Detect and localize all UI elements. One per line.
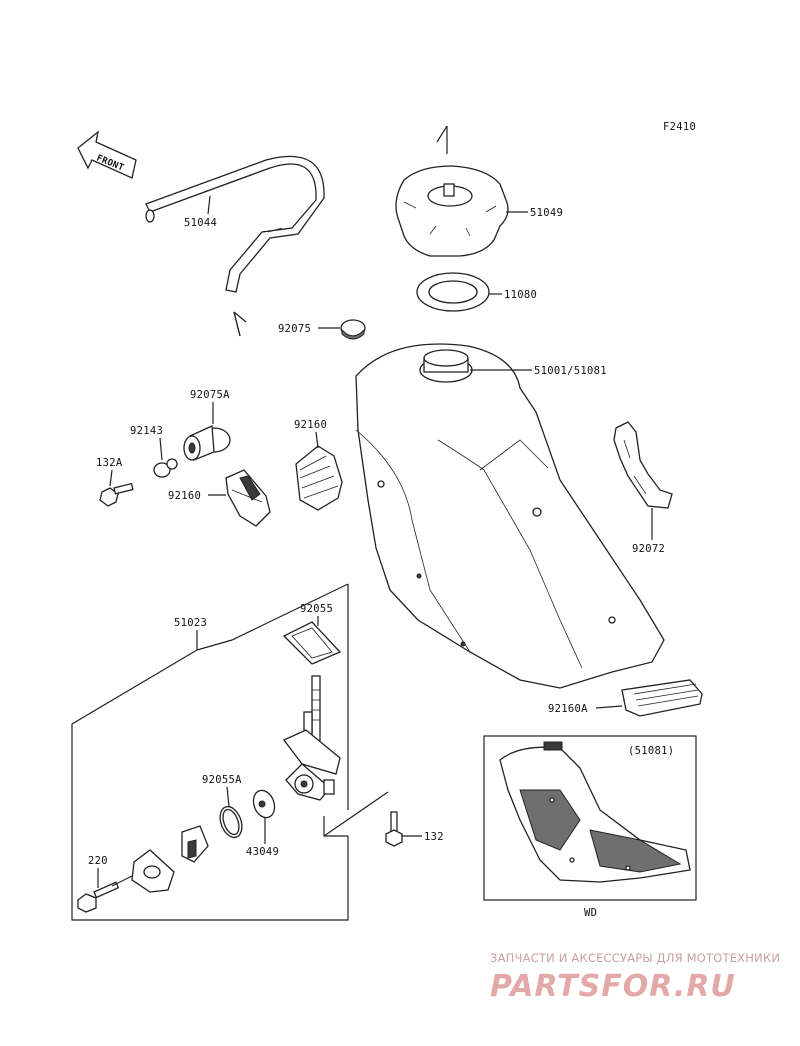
fuel-cap [395,165,509,257]
inset-caption: WD [584,907,597,919]
o-ring [219,805,243,839]
label-132a: 132A [96,457,123,469]
label-92075a: 92075A [190,389,230,401]
front-arrow-icon: FRONT [77,130,137,179]
fuel-cock [282,675,341,801]
bolt-132 [385,811,403,847]
label-92143: 92143 [130,425,163,437]
fuel-tank [355,343,665,689]
breather-hose [145,155,325,293]
cap-gasket [416,272,490,312]
label-132: 132 [424,831,444,843]
tank-pad-lower [225,469,271,527]
label-92160-top: 92160 [294,419,327,431]
label-43049: 43049 [246,846,279,858]
watermark-brand: PARTSFOR.RU [490,969,736,1004]
label-92055a: 92055A [202,774,242,786]
label-92075: 92075 [278,323,311,335]
tank-pad-rear [621,679,703,717]
label-220: 220 [88,855,108,867]
fuel-filter [252,789,276,819]
label-51044: 51044 [184,217,217,229]
label-51023: 51023 [174,617,207,629]
label-51001-51081: 51001/51081 [534,365,607,377]
inset-title: (51081) [628,745,674,757]
figure-code: F2410 [663,121,696,133]
fuel-cock-lever [181,825,209,863]
inset-tank-variant [499,741,691,883]
label-11080: 11080 [504,289,537,301]
watermark-tagline: ЗАПЧАСТИ И АКСЕССУАРЫ ДЛЯ МОТОТЕХНИКИ [490,951,780,965]
inset-frame [483,735,697,901]
label-51049: 51049 [530,207,563,219]
rubber-cap [340,319,366,340]
tank-strap [613,421,673,509]
fuel-cock-gasket [282,621,342,665]
label-92072: 92072 [632,543,665,555]
tank-pad-upper [295,445,343,511]
tank-damper [183,425,231,461]
label-92055: 92055 [300,603,333,615]
bolt-132a [99,482,134,507]
collar [153,458,178,478]
label-92160-left: 92160 [168,490,201,502]
lever-plate [131,849,175,893]
label-92160a: 92160A [548,703,588,715]
